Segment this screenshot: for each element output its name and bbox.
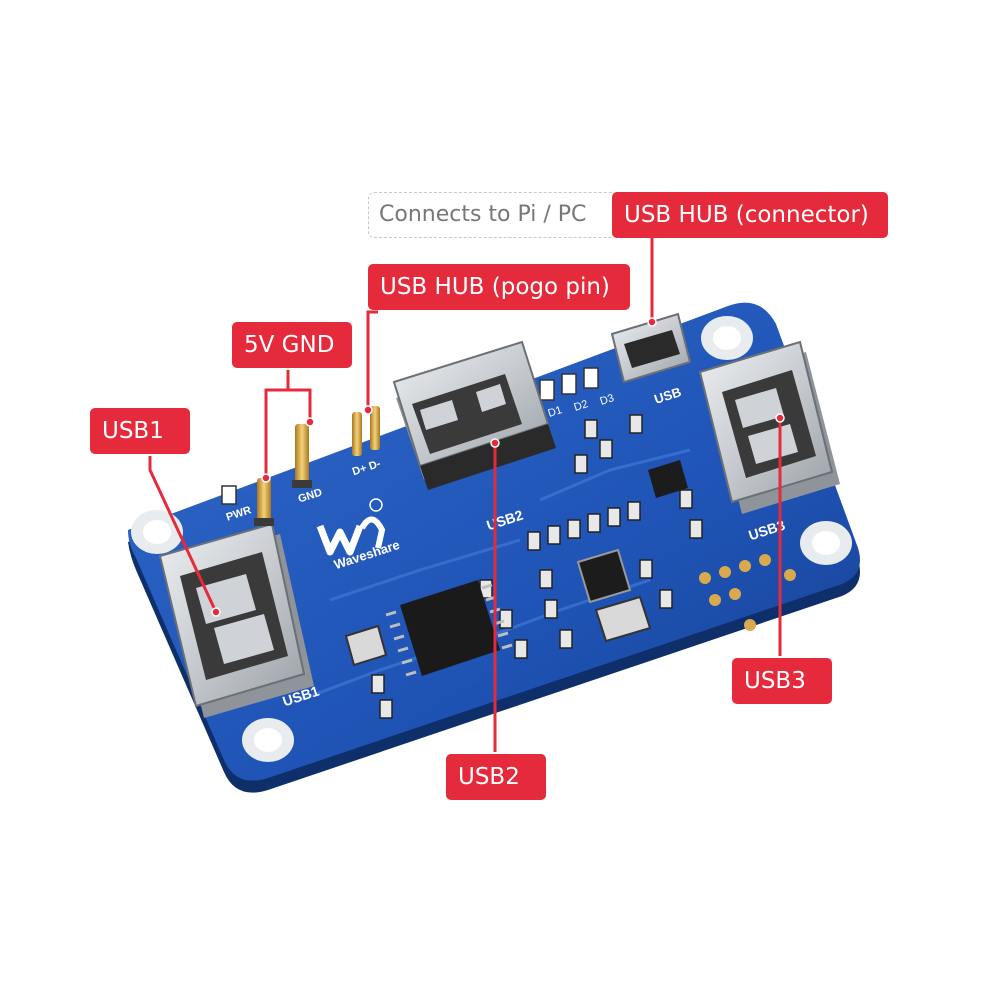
usb2-port bbox=[392, 340, 556, 490]
pogo-pins bbox=[352, 406, 380, 456]
waveshare-logo bbox=[316, 498, 386, 556]
usb1-port bbox=[158, 522, 314, 718]
usb3-port bbox=[698, 340, 840, 514]
callout-usb1: USB1 bbox=[90, 408, 190, 454]
crystal-oscillator bbox=[344, 595, 652, 667]
smd-components bbox=[371, 414, 703, 719]
header-pads bbox=[699, 554, 796, 631]
mounting-hole bbox=[131, 510, 183, 554]
mounting-hole bbox=[701, 316, 753, 360]
callout-power-pins: 5V GND bbox=[232, 322, 352, 368]
callout-usb-hub-pogo: USB HUB (pogo pin) bbox=[368, 264, 630, 310]
qfn-chip bbox=[576, 548, 632, 604]
callout-usb2: USB2 bbox=[446, 754, 546, 800]
regulator-ic bbox=[648, 460, 688, 498]
pcb-traces bbox=[299, 448, 691, 702]
callout-usb3: USB3 bbox=[732, 658, 832, 704]
connects-note: Connects to Pi / PC bbox=[368, 192, 612, 238]
micro-usb-port bbox=[610, 312, 692, 384]
status-leds bbox=[221, 367, 599, 505]
callout-usb-hub-connector: USB HUB (connector) bbox=[612, 192, 888, 238]
mounting-hole bbox=[242, 718, 294, 762]
mounting-hole bbox=[800, 521, 852, 565]
